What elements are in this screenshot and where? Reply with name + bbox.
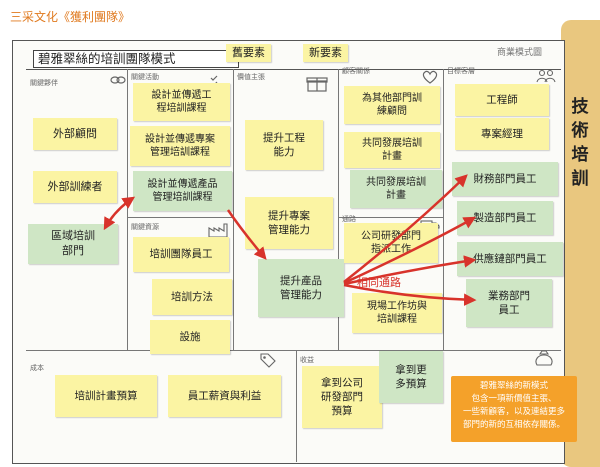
grid-line	[127, 217, 233, 218]
new-elements-tag: 新要素	[303, 44, 348, 62]
heart-icon	[422, 70, 438, 84]
section-label-resources: 關鍵資源	[131, 223, 159, 231]
note-segment-pm: 專案經理	[455, 118, 549, 150]
note-partner-regional: 區域培訓 部門	[28, 224, 118, 264]
board-title: 碧雅翠絲的培訓團隊模式	[33, 50, 239, 68]
section-label-relationships: 顧客關係	[342, 67, 370, 75]
side-tab-label: 技術培訓	[571, 97, 589, 189]
note-activity-project: 設計並傳遞專案 管理培訓課程	[130, 126, 230, 166]
note-resource-facilities: 設施	[150, 320, 230, 354]
header-title: 三采文化《獲利團隊》	[10, 10, 131, 24]
gift-icon	[306, 77, 328, 92]
note-partner-consultants: 外部顧問	[33, 118, 117, 150]
section-label-activities: 關鍵活動	[131, 73, 159, 81]
note-segment-manufacturing: 製造部門員工	[457, 201, 553, 235]
section-label-revenue: 收益	[300, 356, 314, 364]
note-activity-product: 設計並傳遞產品 管理培訓課程	[133, 171, 232, 211]
grid-line	[127, 69, 128, 350]
grid-line	[296, 350, 297, 462]
callout-note: 碧雅翠絲的新模式 包含一項新價值主張、 一些新顧客，以及連結更多 部門的新的互相…	[451, 376, 577, 442]
note-relationship-train-consultants: 為其他部門訓 練顧問	[344, 86, 440, 124]
note-activity-engineering: 設計並傳遞工 程培訓課程	[133, 83, 230, 121]
note-value-engineering: 提升工程 能力	[245, 120, 323, 170]
old-elements-tag: 舊要素	[226, 44, 271, 62]
note-resource-staff: 培訓團隊員工	[133, 237, 229, 272]
section-label-costs: 成本	[30, 364, 44, 372]
note-channel-rnd: 公司研發部門 指派工作	[344, 223, 438, 263]
title-underline	[26, 69, 561, 70]
note-value-project: 提升專案 管理能力	[245, 197, 333, 249]
note-segment-finance: 財務部門員工	[452, 162, 558, 196]
note-channel-workshops: 現場工作坊與 培訓課程	[352, 293, 442, 333]
note-segment-engineers: 工程師	[455, 84, 549, 116]
note-cost-budget: 培訓計畫預算	[55, 375, 157, 417]
same-channel-label: 相同通路	[357, 276, 401, 289]
note-relationship-codevelop-new: 共同發展培訓 計畫	[350, 170, 442, 208]
money-bag-icon	[535, 350, 553, 366]
factory-icon	[208, 223, 228, 238]
grid-line	[26, 350, 561, 351]
grid-line	[233, 69, 234, 350]
section-label-segments: 目標客層	[447, 67, 475, 75]
note-relationship-codevelop: 共同發展培訓 計畫	[344, 132, 440, 168]
grid-line	[338, 69, 339, 350]
note-segment-supply-chain: 供應鏈部門員工	[457, 242, 563, 276]
note-value-product: 提升產品 管理能力	[258, 259, 344, 317]
note-cost-salaries: 員工薪資與利益	[168, 375, 281, 417]
note-resource-methods: 培訓方法	[152, 279, 232, 315]
people-icon	[536, 69, 556, 83]
note-revenue-rnd-budget: 拿到公司 研發部門 預算	[302, 366, 382, 428]
price-tag-icon	[260, 353, 276, 368]
note-partner-trainers: 外部訓練者	[33, 171, 117, 203]
note-segment-sales: 業務部門 員工	[466, 279, 552, 327]
chain-link-icon	[110, 76, 126, 84]
section-label-value: 價值主張	[237, 73, 265, 81]
model-label: 商業模式圖	[497, 48, 543, 58]
grid-line	[443, 69, 444, 350]
note-revenue-more-budget: 拿到更 多預算	[379, 351, 443, 403]
section-label-partners: 關鍵夥伴	[30, 79, 58, 87]
